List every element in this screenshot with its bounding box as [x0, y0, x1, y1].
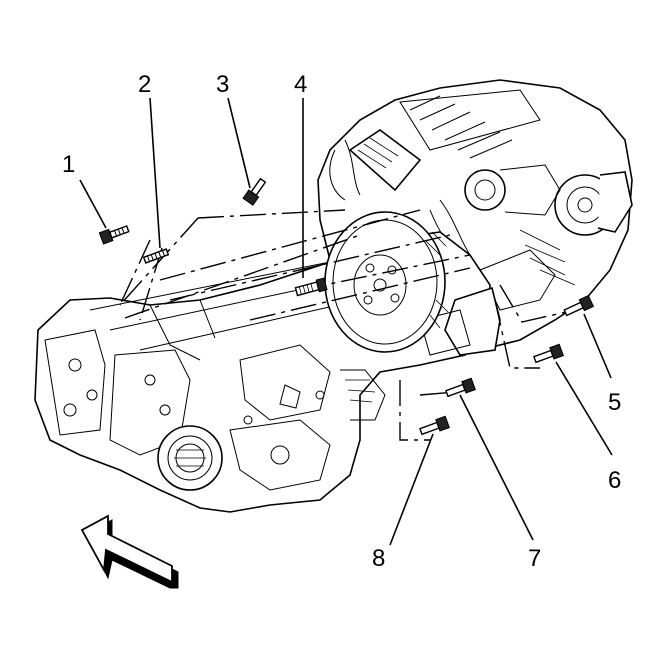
bolt-5 [563, 294, 595, 317]
bolt-7 [445, 377, 476, 398]
callout-numbers: 1 2 3 4 5 6 7 8 [62, 71, 621, 572]
callout-6: 6 [608, 467, 621, 494]
callout-2: 2 [138, 71, 151, 98]
callout-7: 7 [528, 545, 541, 572]
callout-3: 3 [216, 71, 229, 98]
bolt-6 [533, 343, 564, 364]
alignment-lines [119, 209, 576, 441]
bolt-8 [419, 415, 450, 436]
callout-8: 8 [372, 545, 385, 572]
bolt-3 [242, 177, 267, 206]
bolt-4 [294, 277, 328, 297]
callout-5: 5 [608, 389, 621, 416]
leader-lines [79, 97, 613, 546]
callout-4: 4 [294, 71, 307, 98]
bolt-2 [142, 248, 170, 264]
front-direction-arrow-icon [80, 514, 179, 589]
callout-1: 1 [62, 151, 75, 178]
bolt-1 [98, 225, 130, 245]
